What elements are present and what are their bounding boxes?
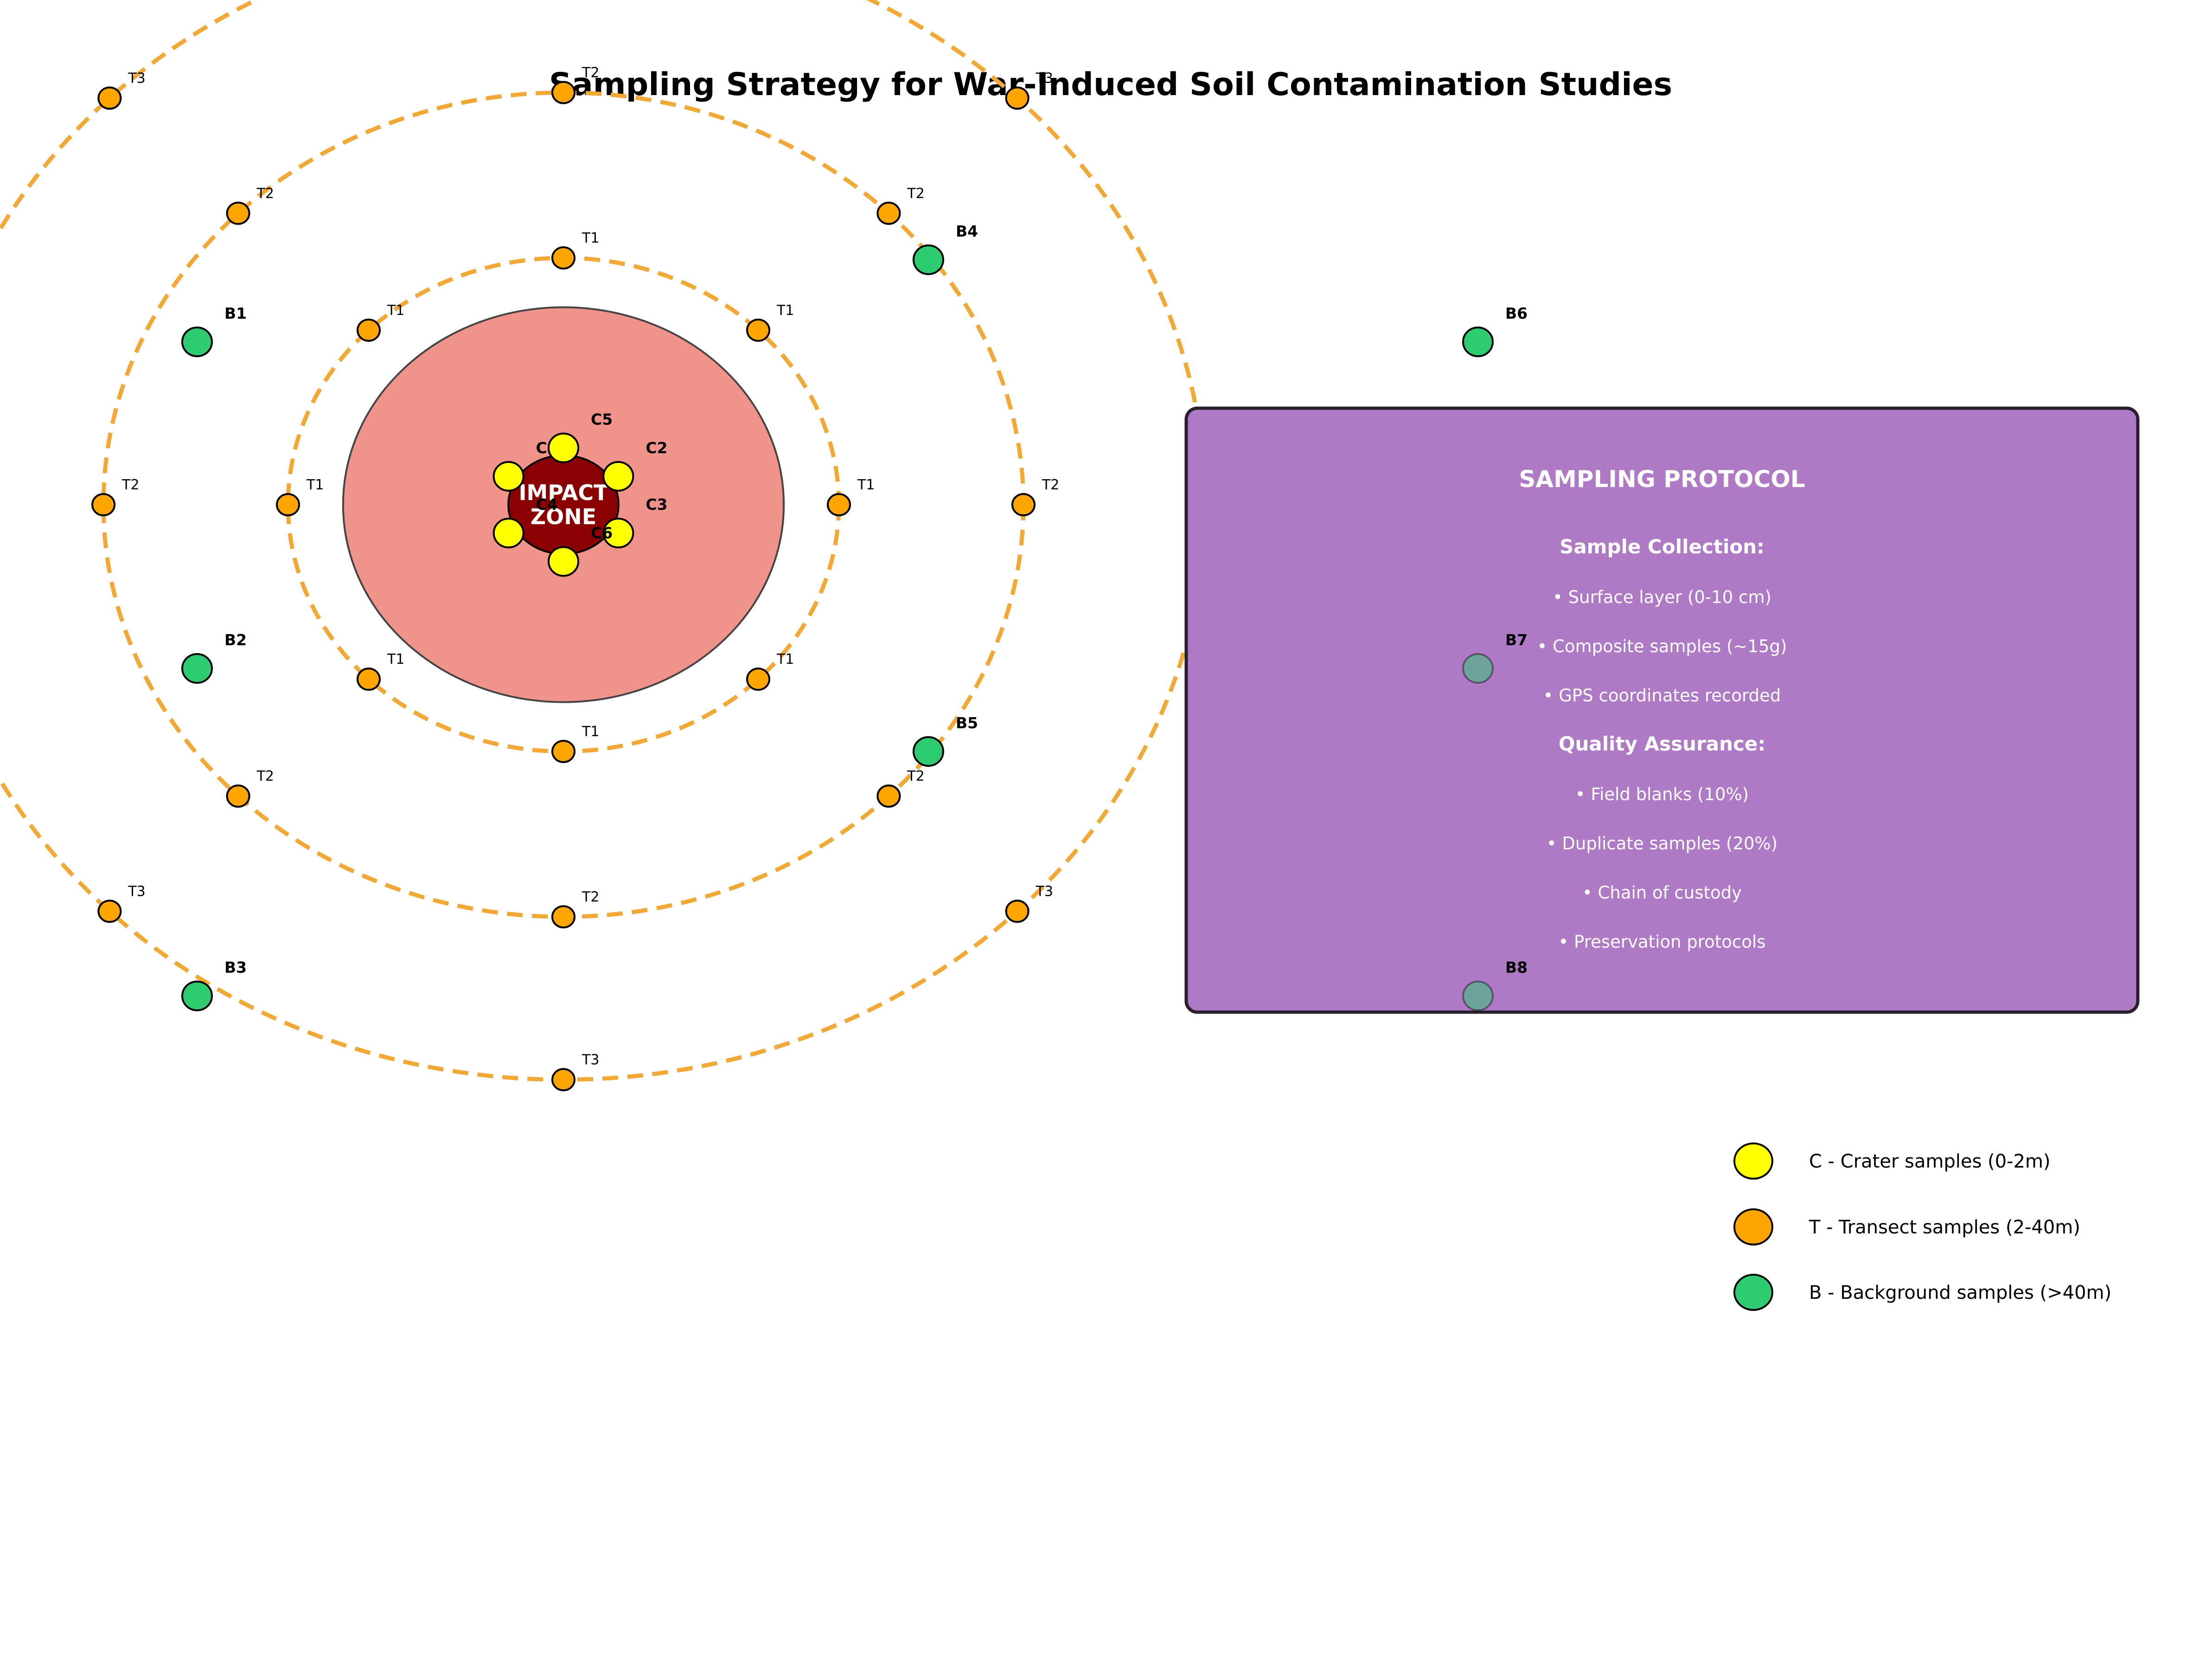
- crater-sample-c1: [492, 461, 524, 492]
- transect-sample-t3: [1005, 899, 1029, 923]
- transect-sample-t2: [551, 905, 575, 929]
- transect-sample-label: T1: [582, 230, 599, 246]
- transect-sample-t3: [97, 899, 122, 923]
- transect-sample-t3: [97, 86, 122, 110]
- background-sample-b3: [181, 981, 213, 1011]
- background-sample-label: B6: [1505, 304, 1528, 322]
- crater-sample-c2: [602, 461, 634, 492]
- background-sample-b1: [181, 327, 213, 357]
- transect-sample-label: T3: [1036, 884, 1053, 900]
- protocol-panel-box: [1184, 406, 2140, 1014]
- protocol-item: • GPS coordinates recorded: [1543, 686, 1781, 706]
- crater-sample-label: C3: [646, 495, 667, 513]
- crater-sample-c4: [492, 518, 524, 549]
- legend-label: B - Background samples (>40m): [1809, 1282, 2111, 1303]
- transect-sample-label: T1: [387, 302, 404, 319]
- transect-sample-label: T2: [907, 768, 924, 784]
- protocol-item: • Composite samples (~15g): [1537, 636, 1787, 656]
- legend-marker-1: [1733, 1143, 1773, 1180]
- transect-sample-t1: [746, 318, 771, 342]
- background-sample-label: B3: [224, 958, 247, 976]
- impact-zone-label-line2: ZONE: [531, 504, 596, 529]
- transect-sample-label: T1: [776, 302, 794, 319]
- transect-sample-t1: [356, 668, 381, 691]
- background-sample-label: B7: [1505, 631, 1528, 649]
- background-sample-label: B5: [956, 714, 978, 732]
- transect-sample-label: T1: [387, 651, 404, 668]
- transect-sample-t2: [226, 201, 250, 225]
- transect-sample-t1: [551, 246, 575, 270]
- protocol-item: • Duplicate samples (20%): [1547, 834, 1777, 854]
- background-sample-label: B1: [224, 304, 247, 322]
- background-sample-b2: [181, 653, 213, 684]
- transect-sample-label: T3: [1036, 70, 1053, 86]
- protocol-item: • Surface layer (0-10 cm): [1553, 587, 1771, 607]
- background-sample-label: B2: [224, 631, 247, 649]
- crater-sample-c3: [602, 518, 634, 549]
- transect-sample-t2: [876, 201, 901, 225]
- crater-sample-label: C2: [646, 439, 667, 457]
- legend-label: C - Crater samples (0-2m): [1809, 1151, 2051, 1172]
- transect-sample-t1: [746, 668, 771, 691]
- protocol-item: • Preservation protocols: [1558, 932, 1765, 952]
- impact-zone-label-line1: IMPACT: [518, 480, 608, 505]
- protocol-item: • Chain of custody: [1582, 883, 1742, 903]
- legend-marker-3: [1733, 1274, 1773, 1311]
- transect-sample-t2: [876, 784, 901, 808]
- diagram-title: Sampling Strategy for War-Induced Soil C…: [549, 66, 1672, 103]
- transect-sample-t1: [356, 318, 381, 342]
- background-sample-b4: [913, 244, 944, 275]
- transect-sample-label: T3: [582, 1052, 599, 1068]
- transect-sample-t3: [551, 1068, 575, 1091]
- background-sample-b8: [1462, 981, 1494, 1011]
- crater-sample-label: C6: [591, 524, 613, 542]
- background-sample-b7: [1462, 653, 1494, 684]
- transect-sample-label: T2: [582, 65, 599, 81]
- crater-sample-c5: [548, 432, 579, 463]
- transect-sample-label: T2: [582, 889, 599, 905]
- transect-sample-t2: [1011, 493, 1036, 516]
- protocol-title: SAMPLING PROTOCOL: [1519, 466, 1805, 493]
- legend-label: T - Transect samples (2-40m): [1809, 1217, 2080, 1238]
- crater-sample-label: C4: [536, 495, 558, 513]
- protocol-section-heading: Sample Collection:: [1560, 535, 1764, 558]
- transect-sample-label: T2: [256, 186, 274, 202]
- transect-sample-label: T2: [121, 477, 139, 493]
- transect-sample-label: T3: [128, 884, 145, 900]
- transect-sample-t1: [276, 493, 300, 516]
- legend: C - Crater samples (0-2m) T - Transect sa…: [1733, 1143, 2111, 1311]
- transect-sample-label: T3: [128, 70, 145, 86]
- transect-sample-label: T1: [857, 477, 875, 493]
- transect-sample-t2: [551, 81, 575, 104]
- transect-sample-t2: [91, 493, 116, 516]
- transect-sample-label: T2: [1042, 477, 1059, 493]
- crater-sample-label: C5: [591, 411, 613, 429]
- background-sample-label: B8: [1505, 958, 1528, 976]
- background-sample-b5: [913, 736, 944, 767]
- transect-sample-label: T2: [256, 768, 274, 784]
- protocol-item: • Field blanks (10%): [1575, 784, 1749, 804]
- transect-sample-label: T2: [907, 186, 924, 202]
- background-sample-label: B4: [956, 222, 978, 240]
- protocol-panel: SAMPLING PROTOCOL Sample Collection: • Sur…: [1184, 406, 2140, 1014]
- protocol-section-heading: Quality Assurance:: [1559, 732, 1765, 755]
- transect-sample-t3: [1005, 86, 1029, 110]
- transect-sample-t2: [226, 784, 250, 808]
- transect-sample-t1: [551, 740, 575, 763]
- transect-sample-label: T1: [582, 724, 599, 740]
- background-sample-b6: [1462, 327, 1494, 357]
- crater-sample-c6: [548, 546, 579, 577]
- transect-sample-label: T1: [306, 477, 324, 493]
- transect-sample-label: T1: [776, 651, 794, 668]
- legend-marker-2: [1733, 1208, 1773, 1245]
- transect-sample-t1: [827, 493, 851, 516]
